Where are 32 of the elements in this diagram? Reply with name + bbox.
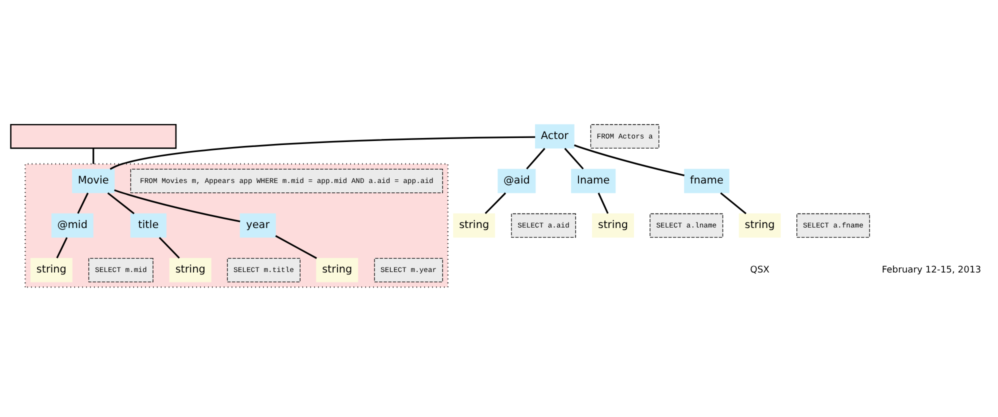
node-box: @mid [51, 213, 94, 238]
connector [564, 148, 584, 170]
cluster [24, 163, 449, 288]
connector [275, 235, 317, 259]
connector [598, 192, 609, 214]
node-box: string [169, 258, 212, 282]
node-box: string [316, 258, 358, 282]
connector [574, 144, 685, 176]
connector [484, 192, 506, 214]
node-box: string [453, 213, 496, 238]
connector [526, 148, 546, 170]
connector [114, 189, 240, 222]
node-box: lname [571, 168, 616, 194]
node-box: @aid [498, 168, 536, 194]
connector [92, 148, 94, 164]
connector [158, 236, 180, 259]
node-box: string [592, 213, 634, 238]
connector [56, 237, 68, 258]
node-box: string [738, 213, 781, 238]
connector [110, 136, 536, 170]
connector [107, 192, 135, 214]
node-box [10, 124, 177, 149]
node-box: fname [684, 168, 730, 194]
label: QSX [750, 264, 770, 276]
connector [77, 192, 89, 214]
node-box: Movie [72, 168, 115, 194]
node-box: string [30, 258, 72, 282]
node-box: year [240, 213, 276, 238]
node-box: Actor [535, 124, 574, 149]
label: February 12-15, 2013 [882, 264, 982, 276]
connector [720, 192, 746, 214]
node-box: title [130, 213, 166, 238]
